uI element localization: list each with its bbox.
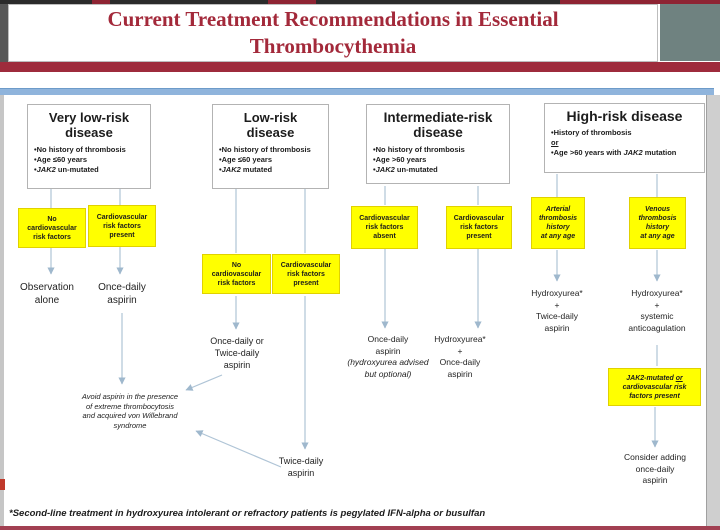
branch-box-cv-risk-present-2: Cardiovascular risk factors present <box>272 254 340 294</box>
left-edge-strip <box>0 95 4 526</box>
outcome-once-or-twice-daily-aspirin: Once-daily or Twice-daily aspirin <box>210 336 264 370</box>
criterion: •JAK2 un-mutated <box>34 165 99 174</box>
criterion-or: or <box>551 138 559 147</box>
criterion: •JAK2 mutated <box>219 165 273 174</box>
criterion: •Age ≤60 years <box>34 155 88 164</box>
branch-box-cv-risk-present-3: Cardiovascular risk factors present <box>446 206 512 249</box>
criterion: •History of thrombosis <box>551 128 632 137</box>
risk-title-low: Low-risk disease <box>243 110 298 140</box>
top-right-background-patch <box>660 4 720 61</box>
top-border-maroon-segment <box>560 0 720 4</box>
risk-criteria-high: •History of thrombosis or •Age >60 years… <box>545 124 704 158</box>
slide-title: Current Treatment Recommendations in Ess… <box>107 7 559 58</box>
branch-box-no-cv-risk-2: No cardiovascular risk factors <box>202 254 271 294</box>
branch-box-no-cv-risk-1: No cardiovascular risk factors <box>18 208 86 248</box>
branch-box-cv-risk-present-1: Cardiovascular risk factors present <box>88 205 156 247</box>
risk-header-intermediate: Intermediate-risk disease •No history of… <box>366 104 510 184</box>
branch-box-cv-risk-absent: Cardiovascular risk factors absent <box>351 206 418 249</box>
title-box <box>8 4 658 62</box>
criterion: •No history of thrombosis <box>34 145 126 154</box>
outcome-consider-adding-aspirin: Consider adding once-daily aspirin <box>624 452 686 485</box>
risk-title-high: High-risk disease <box>566 108 683 124</box>
outcome-twice-daily-aspirin: Twice-daily aspirin <box>278 456 324 478</box>
branch-box-jak2-mutated-or-cv-risk: JAK2-mutated or cardiovascular risk fact… <box>608 368 701 406</box>
jak2-gene-label: JAK2 <box>623 148 643 157</box>
risk-header-very-low: Very low-risk disease •No history of thr… <box>27 104 151 189</box>
criterion: •Age >60 years <box>373 155 427 164</box>
criterion: •JAK2 un-mutated <box>373 165 438 174</box>
risk-criteria-intermediate: •No history of thrombosis •Age >60 years… <box>367 140 509 175</box>
jak2-gene-label: JAK2 <box>221 165 241 174</box>
outcome-once-daily-aspirin-1: Once-daily aspirin <box>98 282 146 306</box>
risk-title-intermediate: Intermediate-risk disease <box>383 110 493 140</box>
note-avoid-aspirin: Avoid aspirin in the presence of extreme… <box>81 392 179 430</box>
criterion: •No history of thrombosis <box>219 145 311 154</box>
risk-header-high: High-risk disease •History of thrombosis… <box>544 103 705 173</box>
outcome-optional-note: (hydroxyurea advised but optional) <box>347 357 429 379</box>
left-edge-dark <box>0 4 8 62</box>
footnote-second-line-treatment: *Second-line treatment in hydroxyurea in… <box>9 508 486 519</box>
bottom-border-bar <box>0 526 720 530</box>
criterion: •No history of thrombosis <box>373 145 465 154</box>
left-edge-red-mark <box>0 479 5 490</box>
risk-criteria-very-low: •No history of thrombosis •Age ≤60 years… <box>28 140 150 175</box>
or-label: or <box>675 374 683 382</box>
top-border-maroon-segment <box>92 0 110 4</box>
outcome-hydroxyurea-systemic-anticoagulation: Hydroxyurea* + systemic anticoagulation <box>628 288 686 333</box>
blue-divider-bar <box>0 88 714 95</box>
jak2-gene-label: JAK2 <box>36 165 56 174</box>
risk-criteria-low: •No history of thrombosis •Age ≤60 years… <box>213 140 328 175</box>
branch-box-arterial-thrombosis: Arterial thrombosis history at any age <box>531 197 585 249</box>
risk-header-low: Low-risk disease •No history of thrombos… <box>212 104 329 189</box>
branch-box-venous-thrombosis: Venous thrombosis history at any age <box>629 197 686 249</box>
jak2-gene-label: JAK2 <box>375 165 395 174</box>
outcome-observation-alone: Observation alone <box>20 282 74 306</box>
top-border-maroon-segment <box>268 0 316 4</box>
top-border <box>0 0 720 4</box>
outcome-once-daily-aspirin-optional-hu: Once-daily aspirin (hydroxyurea advised … <box>347 334 429 379</box>
criterion: •Age ≤60 years <box>219 155 273 164</box>
outcome-hydroxyurea-once-daily-aspirin: Hydroxyurea* + Once-daily aspirin <box>434 334 486 379</box>
risk-title-very-low: Very low-risk disease <box>48 110 130 140</box>
maroon-divider-bar <box>0 62 720 72</box>
outcome-hydroxyurea-twice-daily-aspirin: Hydroxyurea* + Twice-daily aspirin <box>531 288 583 333</box>
right-edge-strip <box>706 95 720 526</box>
criterion: •Age >60 years with JAK2 mutation <box>551 148 677 157</box>
